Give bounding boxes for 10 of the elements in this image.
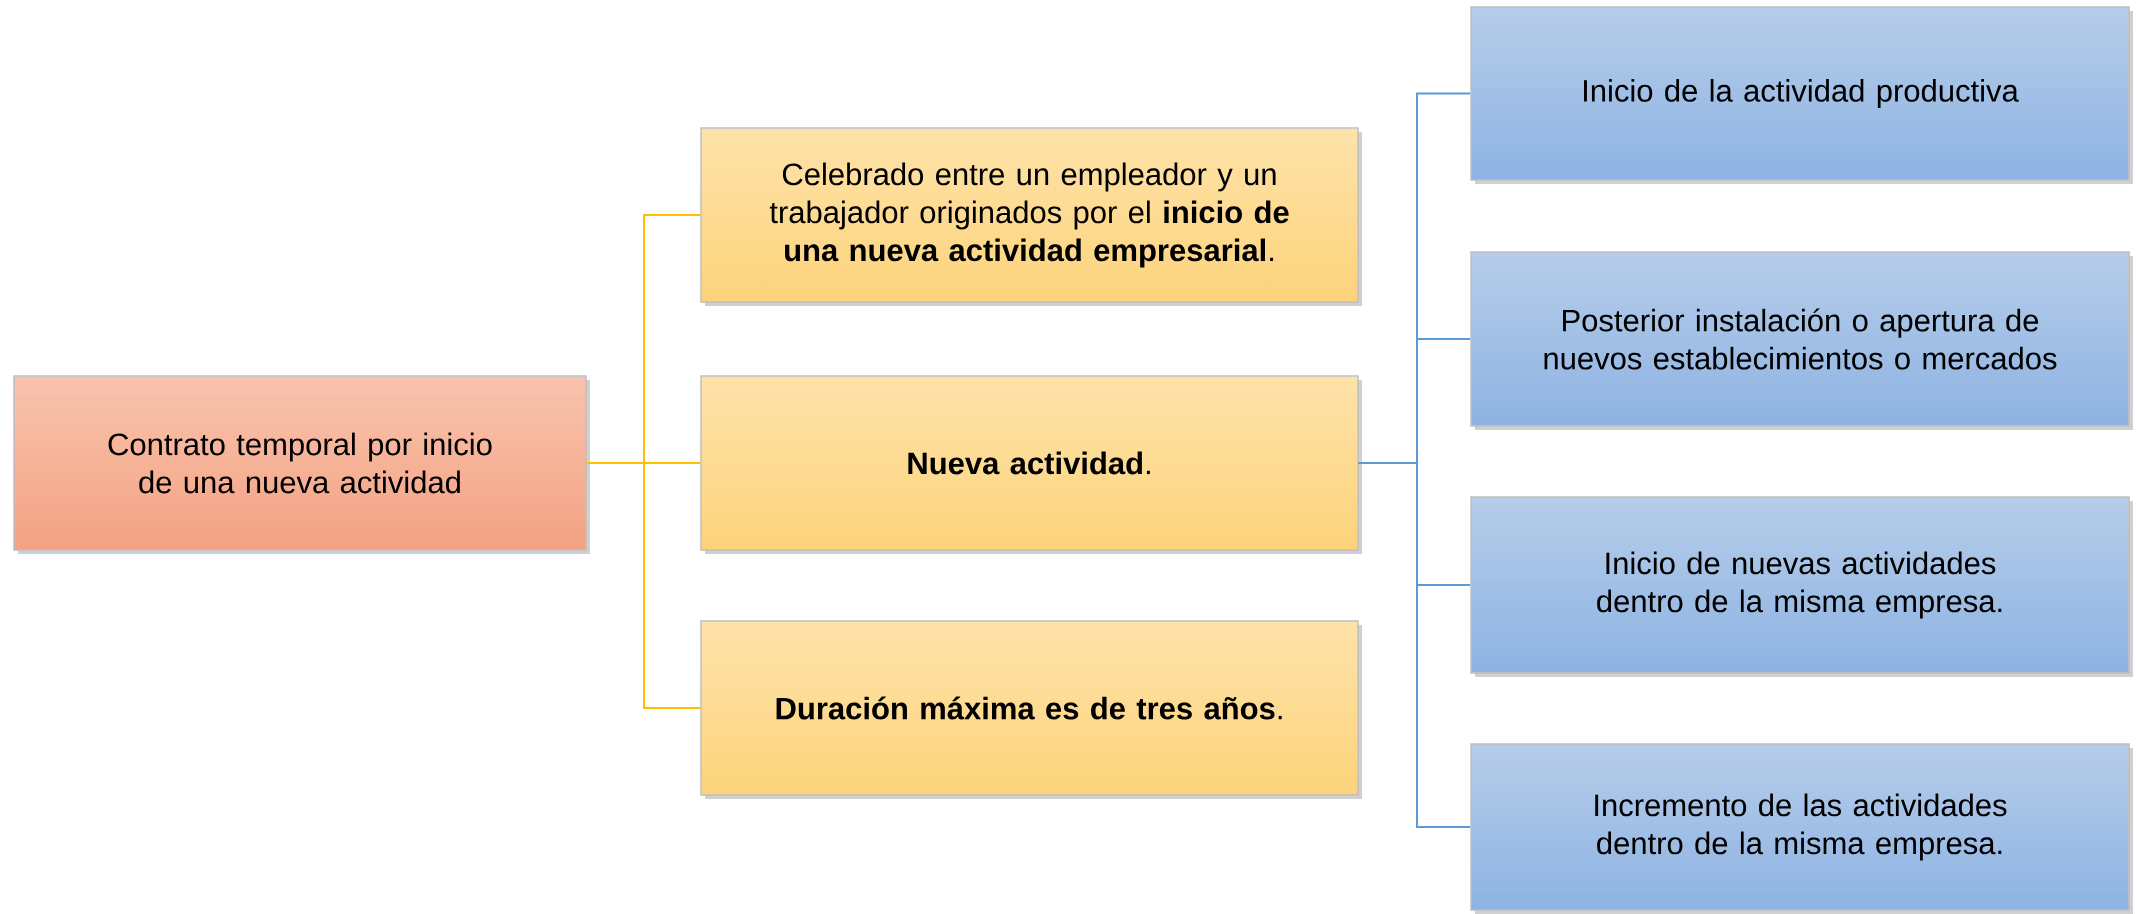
detail-box: Duración máxima es de tres años.	[700, 620, 1362, 799]
detail-box: Nueva actividad.	[700, 375, 1362, 554]
connector-line	[585, 462, 702, 709]
activity-box: Inicio de nuevas actividades dentro de la misma empresa.	[1470, 496, 2133, 677]
detail-box: Celebrado entre un empleador y un trabajador originados por el inicio de una nueva actividad empresarial.	[700, 127, 1362, 306]
activity-box: Posterior instalación o apertura de nuevos establecimientos o mercados	[1470, 251, 2133, 430]
activity-box: Incremento de las actividades dentro de la misma empresa.	[1470, 743, 2133, 914]
topic-box: Contrato temporal por inicio de una nueva actividad	[13, 375, 590, 554]
connector-line	[1357, 462, 1472, 828]
activity-box: Inicio de la actividad productiva	[1470, 6, 2133, 184]
